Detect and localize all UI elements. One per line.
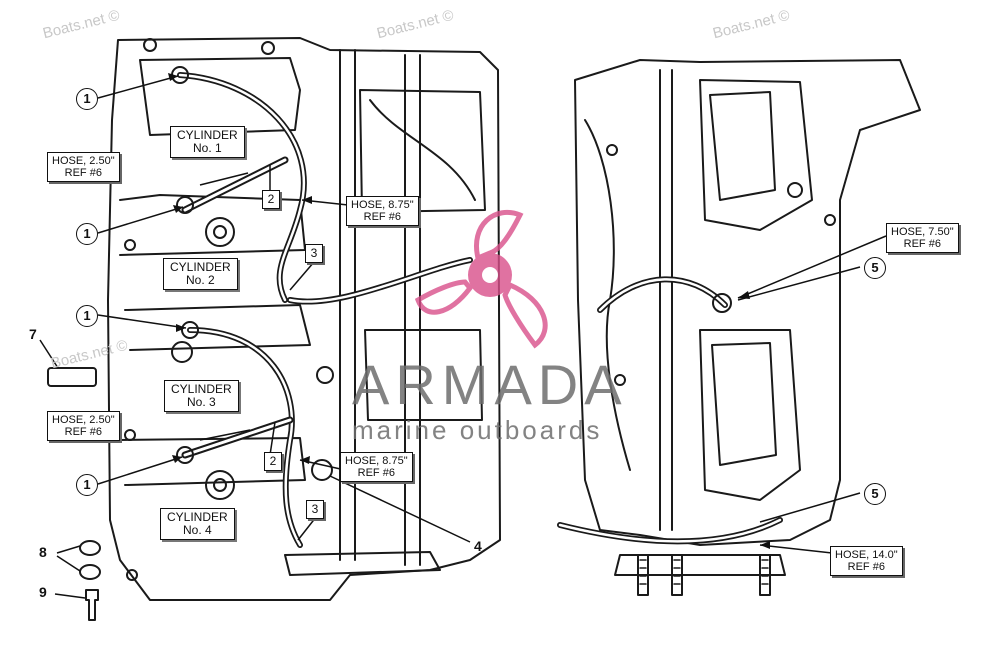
ref-number-7: 7 bbox=[29, 326, 37, 342]
hose-callout-line2: REF #6 bbox=[357, 467, 395, 479]
cylinder-label-line1: CYLINDER bbox=[171, 382, 232, 396]
ref-circle-5: 5 bbox=[864, 483, 886, 505]
brand-tagline: marine outboards bbox=[352, 415, 603, 445]
ref-box-2: 2 bbox=[262, 190, 280, 209]
hose-callout-line2: REF #6 bbox=[903, 238, 941, 250]
cylinder-label-line2: No. 3 bbox=[187, 395, 216, 409]
hose-callout-line1: HOSE, 7.50" bbox=[891, 226, 954, 238]
cylinder-label-line1: CYLINDER bbox=[167, 510, 228, 524]
ref-number-9: 9 bbox=[39, 584, 47, 600]
ref-circle-1: 1 bbox=[76, 305, 98, 327]
hose-callout-8-75-lower: HOSE, 8.75" REF #6 bbox=[340, 452, 413, 482]
hose-callout-line2: REF #6 bbox=[847, 561, 885, 573]
ref-number-4: 4 bbox=[474, 538, 482, 554]
hose-curve-right-2 bbox=[557, 517, 783, 545]
ref-circle-5: 5 bbox=[864, 257, 886, 279]
brand-logo-text: ARMADA bbox=[352, 353, 628, 416]
hose-callout-line2: REF #6 bbox=[64, 167, 102, 179]
hose-callout-7-50: HOSE, 7.50" REF #6 bbox=[886, 223, 959, 253]
hose-callout-line2: REF #6 bbox=[363, 211, 401, 223]
hose-callout-2-50-upper: HOSE, 2.50" REF #6 bbox=[47, 152, 120, 182]
cylinder-1-label: CYLINDER No. 1 bbox=[170, 126, 245, 158]
ref-number-8: 8 bbox=[39, 544, 47, 560]
ref-circle-1: 1 bbox=[76, 474, 98, 496]
hose-callout-line1: HOSE, 8.75" bbox=[351, 199, 414, 211]
cylinder-label-line1: CYLINDER bbox=[177, 128, 238, 142]
ref-box-3: 3 bbox=[306, 500, 324, 519]
hose-callout-line2: REF #6 bbox=[64, 426, 102, 438]
armada-propeller-logo bbox=[414, 209, 548, 349]
ref-box-3: 3 bbox=[305, 244, 323, 263]
cylinder-2-label: CYLINDER No. 2 bbox=[163, 258, 238, 290]
cylinder-label-line2: No. 2 bbox=[186, 273, 215, 287]
ref-box-2: 2 bbox=[264, 452, 282, 471]
hose-callout-line1: HOSE, 14.0" bbox=[835, 549, 898, 561]
hose-callout-8-75-upper: HOSE, 8.75" REF #6 bbox=[346, 196, 419, 226]
cylinder-label-line2: No. 1 bbox=[193, 141, 222, 155]
cylinder-label-line1: CYLINDER bbox=[170, 260, 231, 274]
right-block-outline bbox=[574, 59, 921, 546]
ref-circle-1: 1 bbox=[76, 223, 98, 245]
cylinder-4-label: CYLINDER No. 4 bbox=[160, 508, 235, 540]
hose-callout-line1: HOSE, 8.75" bbox=[345, 455, 408, 467]
cylinder-label-line2: No. 4 bbox=[183, 523, 212, 537]
cylinder-3-label: CYLINDER No. 3 bbox=[164, 380, 239, 412]
hose-callout-2-50-lower: HOSE, 2.50" REF #6 bbox=[47, 411, 120, 441]
hose-callout-14-0: HOSE, 14.0" REF #6 bbox=[830, 546, 903, 576]
ref-circle-1: 1 bbox=[76, 88, 98, 110]
hose-callout-line1: HOSE, 2.50" bbox=[52, 155, 115, 167]
hose-callout-line1: HOSE, 2.50" bbox=[52, 414, 115, 426]
